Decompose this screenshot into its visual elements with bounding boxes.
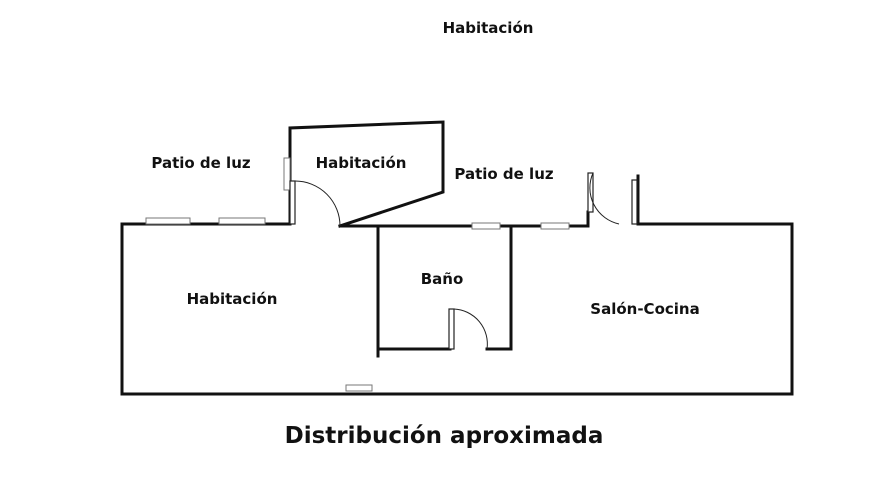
- window-left-2: [218, 217, 266, 225]
- label-left-room: Habitación: [187, 290, 278, 308]
- window-left-1: [145, 217, 191, 225]
- door-bathroom-swing: [453, 308, 488, 350]
- plan-caption: Distribución aproximada: [285, 423, 604, 449]
- label-living-kitchen: Salón-Cocina: [590, 300, 699, 318]
- room-labels: Habitación Patio de luz Habitación Patio…: [151, 19, 699, 318]
- windows: [145, 157, 570, 392]
- door-bathroom-leaf: [448, 308, 455, 350]
- window-bottom: [345, 384, 373, 392]
- label-top-room: Habitación: [443, 19, 534, 37]
- angled-room-walls: [288, 120, 445, 228]
- doors: [289, 172, 638, 350]
- label-patio-right: Patio de luz: [454, 165, 554, 183]
- door-angled-room-leaf: [289, 180, 296, 225]
- label-middle-room: Habitación: [316, 154, 407, 172]
- window-patio-right-1: [471, 222, 501, 230]
- door-angled-room-swing: [294, 180, 341, 227]
- door-entrance-left-swing: [589, 172, 620, 225]
- label-patio-left: Patio de luz: [151, 154, 251, 172]
- top-wall-middle: [338, 210, 590, 228]
- angled-room-wall: [288, 120, 445, 228]
- window-angled-room: [283, 157, 291, 191]
- outer-wall: [120, 174, 794, 396]
- bathroom-walls: [376, 224, 513, 358]
- door-entrance-right-leaf: [631, 179, 638, 225]
- label-bathroom: Baño: [421, 270, 464, 288]
- window-patio-right-2: [540, 222, 570, 230]
